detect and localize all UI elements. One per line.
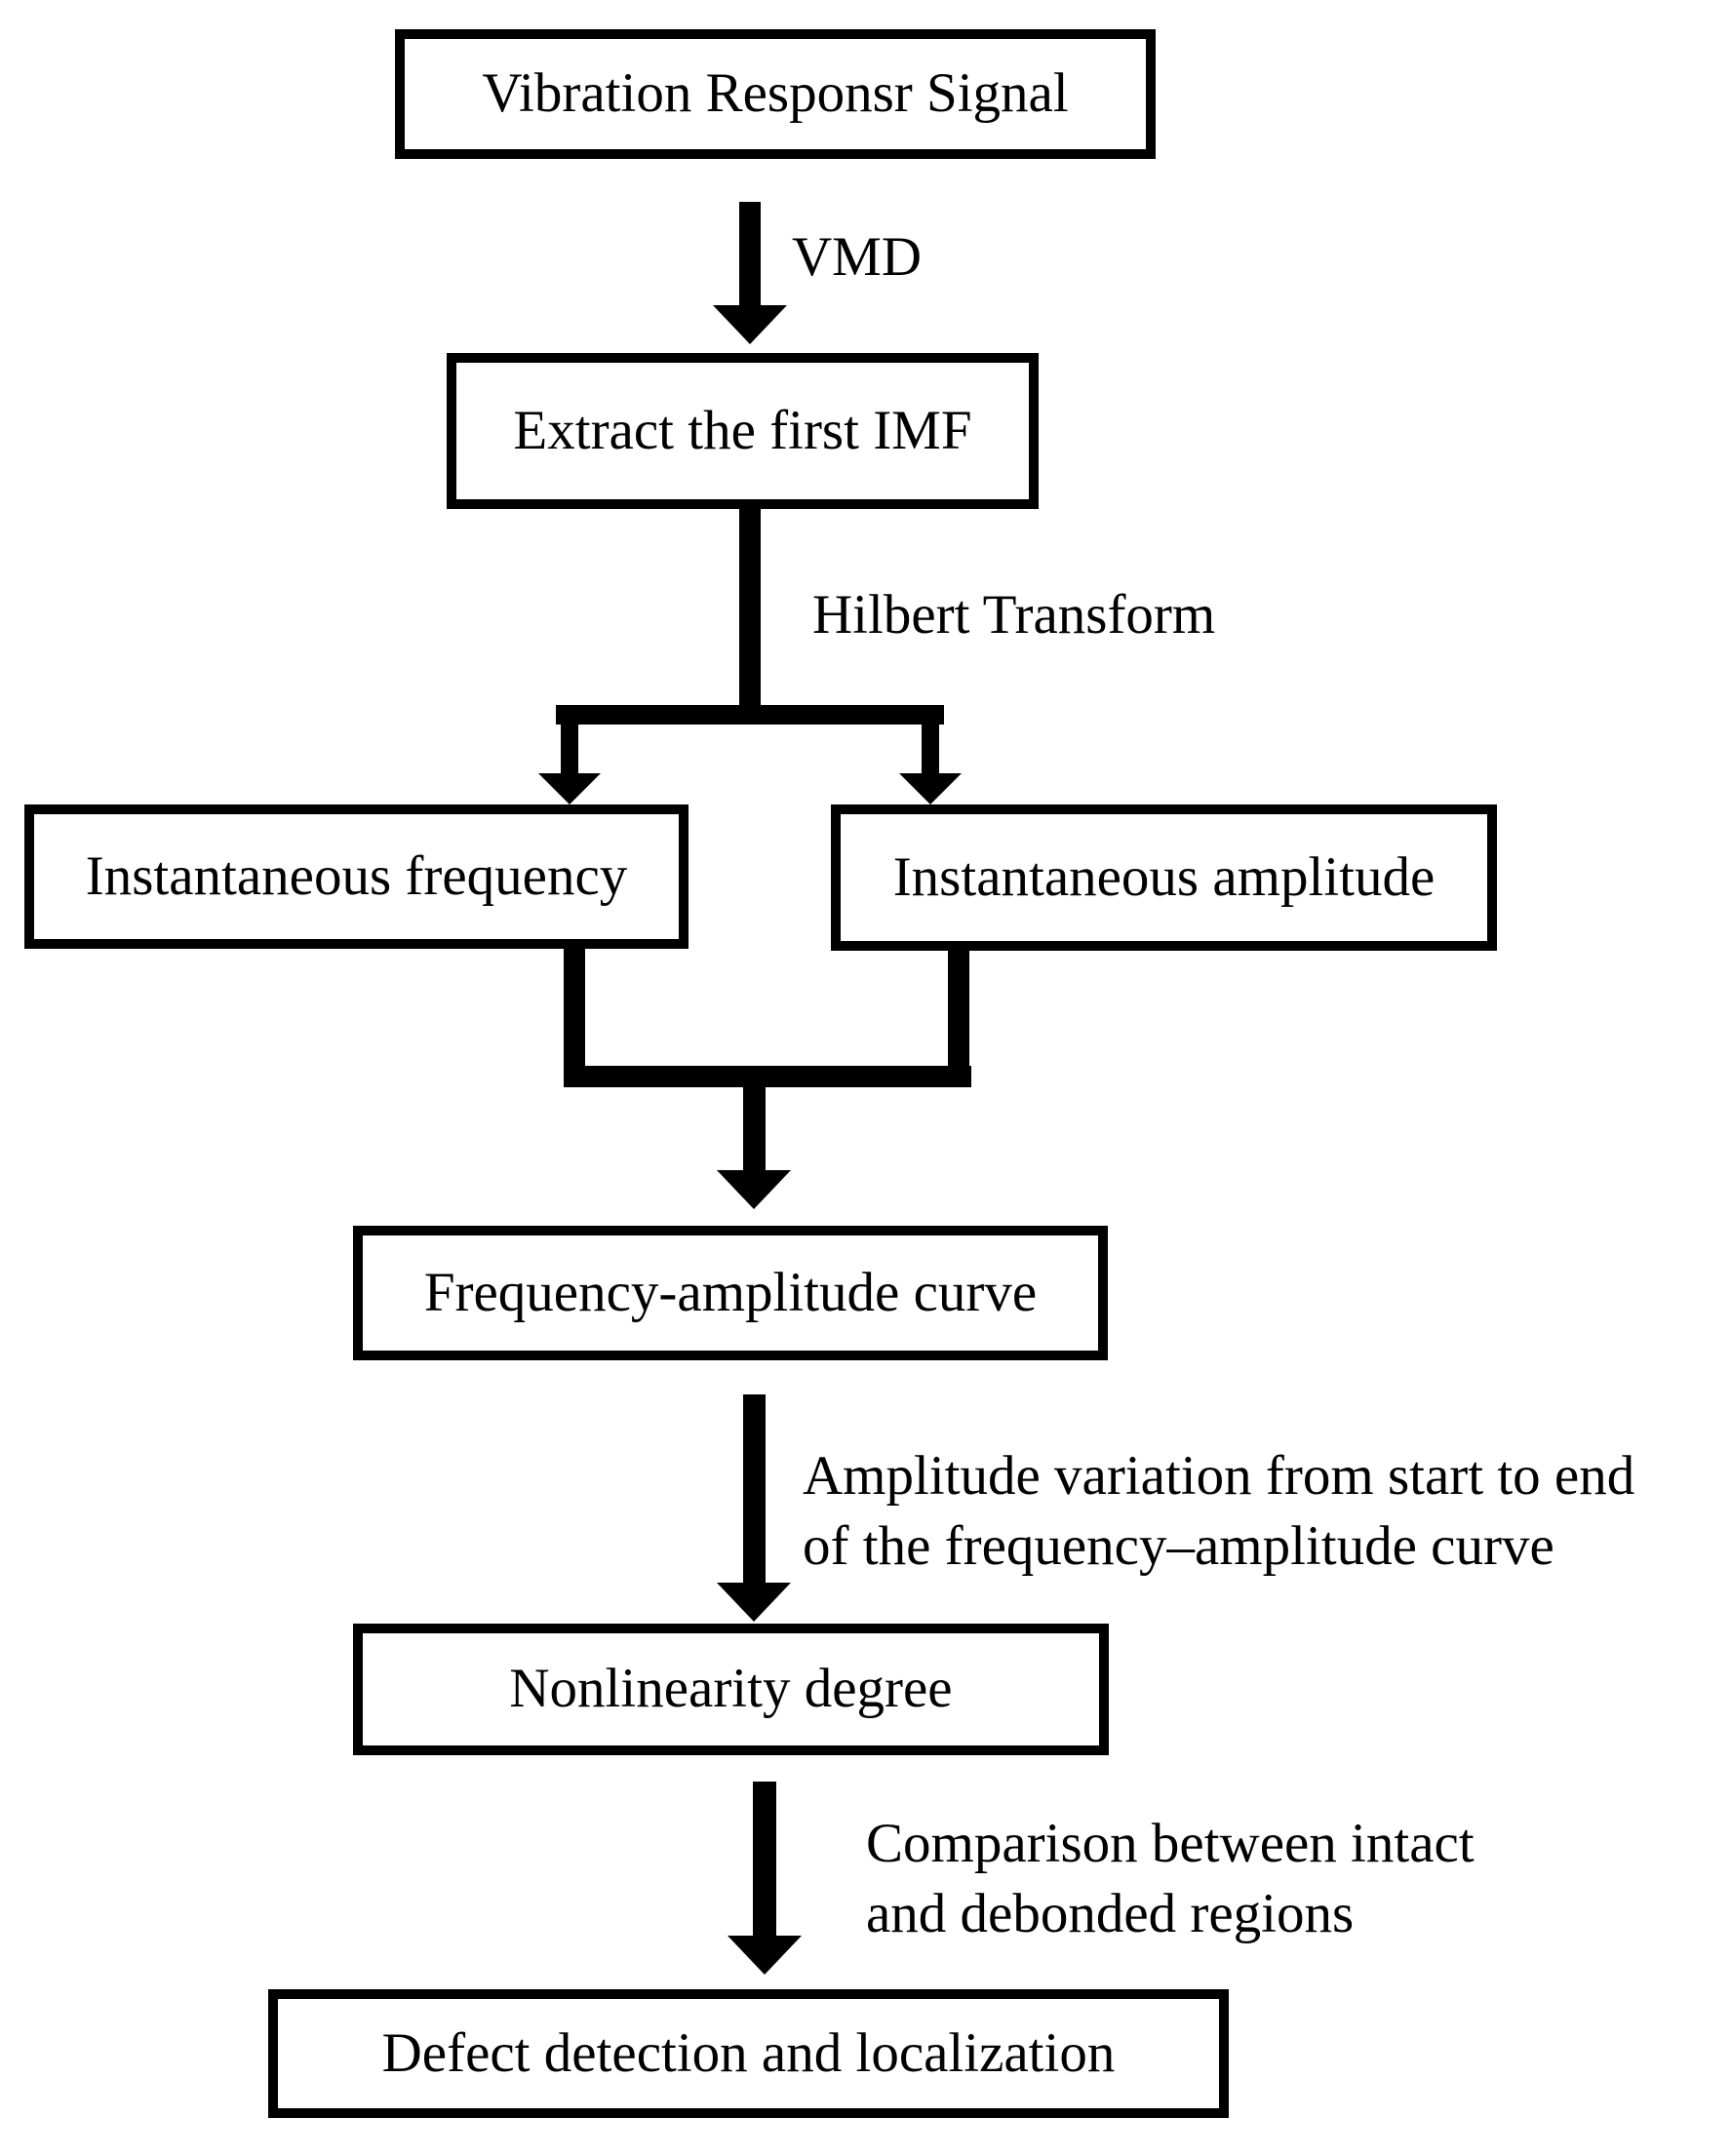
hilbert-edge-label: Hilbert Transform (812, 584, 1216, 646)
node-inst-amp-label: Instantaneous amplitude (892, 845, 1436, 908)
amplitude-variation-line1: Amplitude variation from start to end (803, 1445, 1635, 1507)
node-extract-first-imf: Extract the first IMF (447, 353, 1039, 509)
node-nonlinearity-label: Nonlinearity degree (509, 1658, 953, 1720)
merge-horizontal-bar (564, 1066, 971, 1087)
node-extract-label: Extract the first IMF (513, 399, 972, 461)
node-vibration-response-signal: Vibration Responsr Signal (395, 29, 1156, 159)
node-freq-amp-label: Frequency-amplitude curve (423, 1261, 1038, 1323)
node-nonlinearity-degree: Nonlinearity degree (353, 1624, 1109, 1755)
merge-right-drop-line (948, 951, 969, 1087)
merge-arrowhead-icon (717, 1170, 791, 1209)
node-defect-label: Defect detection and localization (381, 2021, 1116, 2084)
vmd-arrowhead-icon (713, 305, 787, 344)
split-left-shaft (561, 725, 578, 777)
split-horizontal-bar (556, 705, 944, 725)
hilbert-line (739, 509, 761, 709)
node-instantaneous-frequency: Instantaneous frequency (24, 804, 688, 949)
vmd-edge-label: VMD (792, 226, 923, 288)
split-left-arrowhead-icon (538, 773, 601, 804)
comparison-line2: and debonded regions (866, 1883, 1355, 1944)
node-frequency-amplitude-curve: Frequency-amplitude curve (353, 1226, 1108, 1360)
amplitude-variation-arrow-shaft (743, 1394, 766, 1588)
amplitude-variation-line2: of the frequency–amplitude curve (803, 1515, 1554, 1577)
node-defect-detection: Defect detection and localization (268, 1989, 1229, 2118)
amplitude-variation-arrowhead-icon (717, 1583, 791, 1622)
vmd-arrow-shaft (739, 202, 761, 307)
comparison-arrow-shaft (753, 1782, 776, 1939)
comparison-arrowhead-icon (728, 1936, 802, 1975)
comparison-edge-label: Comparison between intact and debonded r… (866, 1809, 1475, 1949)
node-inst-freq-label: Instantaneous frequency (85, 844, 628, 907)
node-vibration-label: Vibration Responsr Signal (482, 62, 1069, 125)
split-right-arrowhead-icon (899, 773, 962, 804)
split-right-shaft (922, 725, 939, 777)
amplitude-variation-edge-label: Amplitude variation from start to end of… (803, 1441, 1634, 1582)
node-instantaneous-amplitude: Instantaneous amplitude (831, 804, 1497, 951)
merge-arrow-shaft (743, 1085, 766, 1173)
comparison-line1: Comparison between intact (866, 1813, 1475, 1874)
merge-left-drop-line (564, 949, 585, 1087)
